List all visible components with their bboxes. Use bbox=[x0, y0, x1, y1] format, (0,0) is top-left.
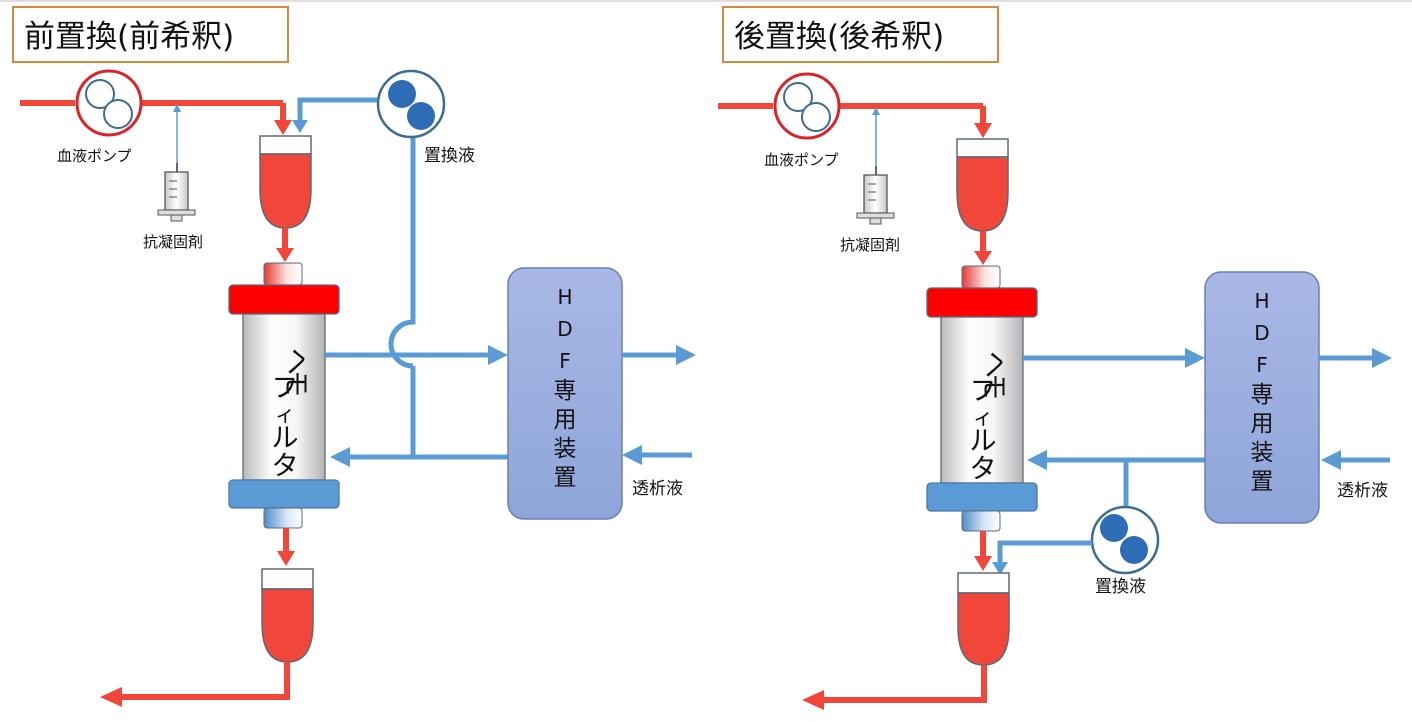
left-dialysate-label: 透析液 bbox=[632, 479, 683, 499]
right-anticoagulant-label: 抗凝固剤 bbox=[840, 236, 900, 254]
svg-text:ィ: ィ bbox=[973, 405, 993, 429]
left-substitution-label: 置換液 bbox=[424, 146, 475, 166]
svg-text:F: F bbox=[1256, 353, 1268, 377]
right-top-drip-chamber bbox=[956, 138, 1009, 232]
left-hdf-device bbox=[507, 267, 623, 520]
svg-text:装: 装 bbox=[554, 436, 577, 462]
svg-text:モ: モ bbox=[280, 370, 311, 397]
svg-text:用: 用 bbox=[1251, 411, 1274, 437]
right-panel: 後置換(後希釈) 血液ポンプ 抗凝固剤 bbox=[718, 6, 1392, 710]
right-title-box bbox=[722, 6, 999, 63]
left-top-drip-chamber bbox=[259, 135, 312, 229]
right-blood-return bbox=[822, 665, 987, 703]
right-hdf-device bbox=[1204, 271, 1320, 524]
right-dialysate-label: 透析液 bbox=[1337, 481, 1388, 501]
svg-text:ル: ル bbox=[272, 423, 299, 454]
right-device-label: H D F 専 用 装 置 bbox=[1251, 289, 1274, 495]
svg-text:H: H bbox=[557, 285, 572, 309]
right-substitution-pump-icon bbox=[1090, 505, 1160, 575]
svg-text:モ: モ bbox=[978, 373, 1009, 400]
left-title: 前置換(前希釈) bbox=[24, 19, 234, 55]
left-title-box bbox=[12, 6, 289, 63]
left-hemofilter bbox=[228, 262, 340, 529]
left-anticoagulant-label: 抗凝固剤 bbox=[143, 233, 203, 251]
left-substitution-pump-icon bbox=[376, 69, 446, 139]
svg-text:装: 装 bbox=[1251, 440, 1274, 466]
svg-text:ヘ: ヘ bbox=[280, 348, 311, 375]
svg-text:専: 専 bbox=[1251, 382, 1274, 408]
left-panel: 前置換(前希釈) 血液ポンプ 抗凝固 bbox=[12, 6, 696, 707]
svg-text:タ: タ bbox=[970, 454, 997, 485]
right-filter-label: ヘ モ フ ィ ル タ bbox=[970, 351, 1010, 485]
svg-text:H: H bbox=[1254, 289, 1269, 313]
left-blood-pump-label: 血液ポンプ bbox=[57, 147, 132, 165]
svg-text:フ: フ bbox=[272, 373, 299, 404]
left-substitution-line bbox=[388, 138, 416, 369]
right-hemofilter bbox=[926, 265, 1038, 532]
right-bottom-drip-chamber bbox=[957, 572, 1010, 666]
left-blood-pump-icon bbox=[75, 69, 143, 137]
svg-text:ヘ: ヘ bbox=[978, 351, 1009, 378]
left-filter-label: ヘ モ フ ィ ル タ bbox=[272, 348, 312, 482]
svg-text:置: 置 bbox=[554, 465, 577, 491]
left-blood-return bbox=[120, 662, 290, 700]
svg-text:F: F bbox=[559, 349, 571, 373]
svg-text:D: D bbox=[557, 317, 572, 341]
left-syringe-icon bbox=[157, 163, 196, 222]
svg-text:ィ: ィ bbox=[275, 402, 295, 426]
right-substitution-label: 置換液 bbox=[1095, 577, 1146, 597]
svg-text:専: 専 bbox=[554, 378, 577, 404]
left-device-label: H D F 専 用 装 置 bbox=[554, 285, 577, 491]
svg-text:置: 置 bbox=[1251, 469, 1274, 495]
right-title: 後置換(後希釈) bbox=[734, 19, 944, 55]
right-blood-pump-icon bbox=[773, 72, 841, 140]
svg-text:ル: ル bbox=[970, 426, 997, 457]
right-syringe-icon bbox=[856, 166, 895, 225]
svg-text:タ: タ bbox=[272, 451, 299, 482]
svg-text:D: D bbox=[1254, 321, 1269, 345]
right-blood-pump-label: 血液ポンプ bbox=[764, 151, 839, 169]
svg-text:フ: フ bbox=[970, 376, 997, 407]
left-bottom-drip-chamber bbox=[261, 568, 314, 663]
svg-text:用: 用 bbox=[554, 407, 577, 433]
